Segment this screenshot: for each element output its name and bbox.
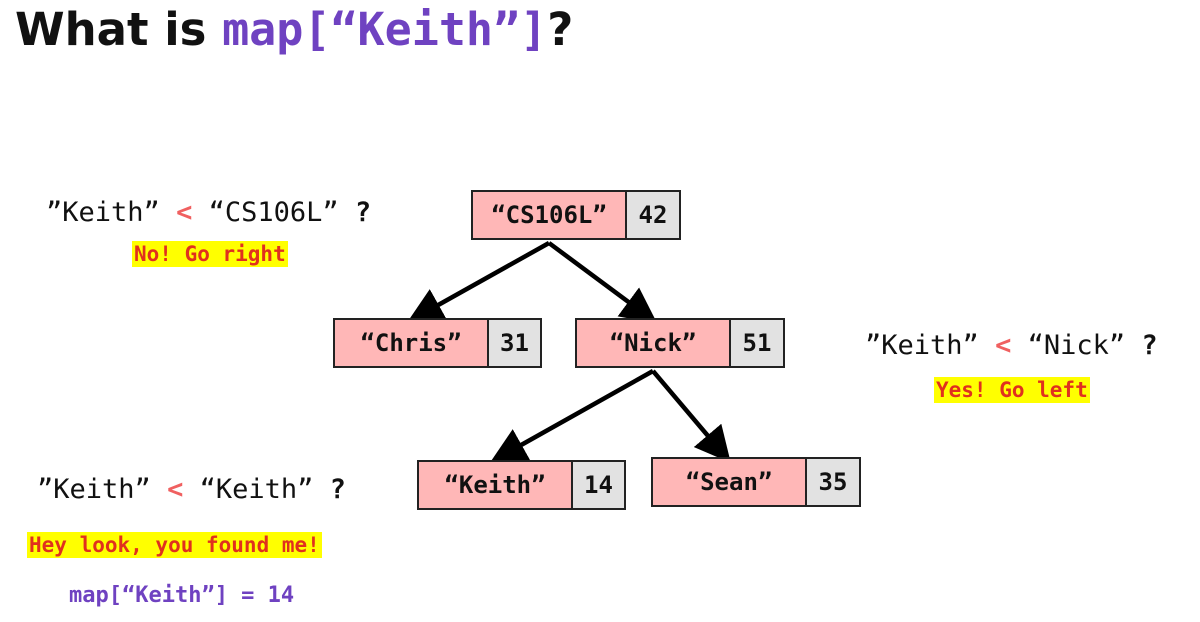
node-nick-key: “Nick” [577,320,731,366]
title-suffix: ? [547,3,574,56]
comparison-step-1: ”Keith” < “CS106L” ? [46,197,371,229]
comparison-right: “Keith” [199,474,314,505]
edge-root-nick [547,241,658,324]
comparison-left: ”Keith” [37,474,151,505]
comparison-step-2: ”Keith” < “Nick” ? [865,330,1158,362]
edge-root-chris [407,241,551,323]
comparison-right: “Nick” [1027,330,1126,361]
comparison-step-3: ”Keith” < “Keith” ? [37,474,346,506]
question-mark: ? [1141,330,1158,361]
node-nick: “Nick” 51 [575,318,785,368]
answer-step-2: Yes! Go left [934,377,1090,403]
edge-nick-keith [490,369,655,463]
node-keith-value: 14 [573,462,624,508]
question-mark: ? [354,197,372,228]
node-nick-value: 51 [731,320,783,366]
edge-nick-sean [651,369,731,463]
node-sean-key: “Sean” [653,459,807,505]
node-chris: “Chris” 31 [333,318,542,368]
title-code: map[“Keith”] [222,3,548,56]
lookup-result: map[“Keith”] = 14 [69,583,295,608]
node-cs106l: “CS106L” 42 [471,190,681,240]
answer-step-3: Hey look, you found me! [27,532,322,558]
node-sean: “Sean” 35 [651,457,861,507]
less-than-operator: < [176,197,193,228]
less-than-operator: < [167,474,184,505]
title-prefix: What is [15,3,223,56]
node-chris-value: 31 [489,320,540,366]
comparison-left: ”Keith” [865,330,979,361]
page-title: What is map[“Keith”]? [15,2,573,58]
comparison-left: ”Keith” [46,197,160,228]
question-mark: ? [329,474,346,505]
node-keith: “Keith” 14 [417,460,626,510]
less-than-operator: < [995,330,1012,361]
node-sean-value: 35 [807,459,859,505]
node-keith-key: “Keith” [419,462,573,508]
answer-step-1: No! Go right [132,241,288,267]
node-cs106l-value: 42 [627,192,679,238]
comparison-right: “CS106L” [208,197,339,228]
node-cs106l-key: “CS106L” [473,192,627,238]
node-chris-key: “Chris” [335,320,489,366]
